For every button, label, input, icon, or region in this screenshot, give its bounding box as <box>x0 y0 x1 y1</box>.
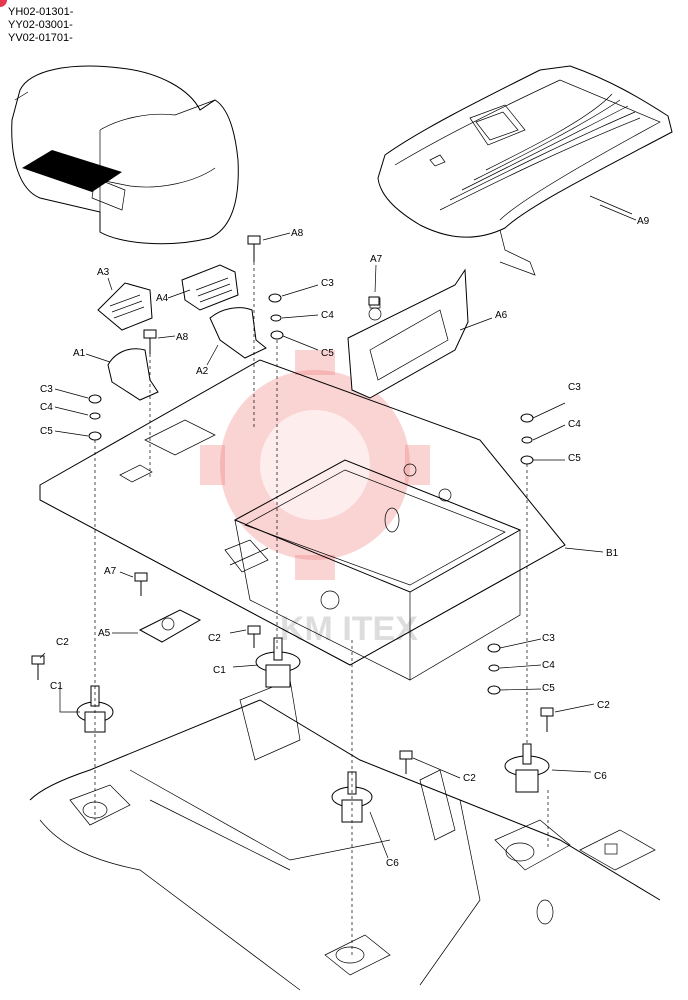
callout-a5: A5 <box>98 628 111 639</box>
cab-inset-drawing <box>11 65 239 245</box>
callout-c5-right: C5 <box>568 453 581 464</box>
washer-stack-left <box>88 394 102 441</box>
callout-a7-top: A7 <box>370 254 383 265</box>
callout-a2: A2 <box>196 366 209 377</box>
washer-stack-right <box>520 413 534 465</box>
callout-c2-left: C2 <box>56 637 69 648</box>
bolt-a8-top <box>247 235 261 262</box>
bolt-c2-center <box>399 750 413 774</box>
callout-b1: B1 <box>606 548 619 559</box>
callout-labels: A9 A8 A8 A7 A6 A3 A4 A1 A2 C3 C4 C5 C3 C… <box>40 216 650 869</box>
pedal-cover-a4 <box>181 264 239 311</box>
washer-stack-top <box>268 293 284 340</box>
bolt-c2-mid <box>247 625 261 648</box>
callout-c4-top: C4 <box>321 310 334 321</box>
callout-a7-low: A7 <box>104 566 117 577</box>
callout-a6: A6 <box>495 310 508 321</box>
bracket-a6 <box>347 268 469 399</box>
bolt-a7-low <box>134 572 148 596</box>
lower-frame <box>29 679 661 991</box>
callout-a9: A9 <box>637 216 650 227</box>
floor-mat-a9 <box>377 65 673 276</box>
bolt-a8-mid <box>143 329 157 354</box>
callout-c4-right: C4 <box>568 419 581 430</box>
assembly-axis-lines <box>94 262 549 955</box>
mount-c6-right <box>504 743 550 793</box>
serial-number: YY02-03001- <box>8 19 73 31</box>
callout-c3-lower: C3 <box>542 633 555 644</box>
callout-c5-lower: C5 <box>542 683 555 694</box>
callout-c1-left: C1 <box>50 681 63 692</box>
cover-a2 <box>209 307 267 359</box>
callout-a4: A4 <box>156 293 169 304</box>
cover-a1 <box>107 348 159 401</box>
callout-c3-top: C3 <box>321 278 334 289</box>
pedal-cover-a3 <box>97 282 153 331</box>
callout-c2-right: C2 <box>597 700 610 711</box>
callout-c5-top: C5 <box>321 348 334 359</box>
bolt-c2-right <box>540 707 554 732</box>
callout-c3-right: C3 <box>568 382 581 393</box>
callout-c2-mid: C2 <box>208 633 221 644</box>
corner-badge <box>0 0 7 7</box>
leader-lines <box>39 204 637 859</box>
mount-c1-mid <box>255 637 301 688</box>
washer-stack-lower <box>487 643 501 695</box>
callout-a1: A1 <box>73 348 86 359</box>
callout-c3-left: C3 <box>40 384 53 395</box>
serial-number: YH02-01301- <box>8 6 74 18</box>
callout-c4-left: C4 <box>40 402 53 413</box>
callout-c6-right: C6 <box>594 771 607 782</box>
callout-a8-mid: A8 <box>176 332 189 343</box>
watermark-text: KM ITEX <box>280 610 418 648</box>
callout-a8-top: A8 <box>291 228 304 239</box>
bolt-c2-left <box>31 655 45 680</box>
callout-c6-center: C6 <box>386 858 399 869</box>
serial-number-list: YH02-01301- YY02-03001- YV02-01701- <box>8 6 73 45</box>
callout-c5-left: C5 <box>40 426 53 437</box>
bolt-a7-top <box>368 296 380 306</box>
callout-c4-lower: C4 <box>542 660 555 671</box>
plate-a5 <box>138 609 202 643</box>
callout-c1-mid: C1 <box>213 665 226 676</box>
callout-a3: A3 <box>97 267 110 278</box>
floor-plate-b1 <box>39 359 566 681</box>
serial-number: YV02-01701- <box>8 32 73 44</box>
callout-c2-center: C2 <box>463 773 476 784</box>
